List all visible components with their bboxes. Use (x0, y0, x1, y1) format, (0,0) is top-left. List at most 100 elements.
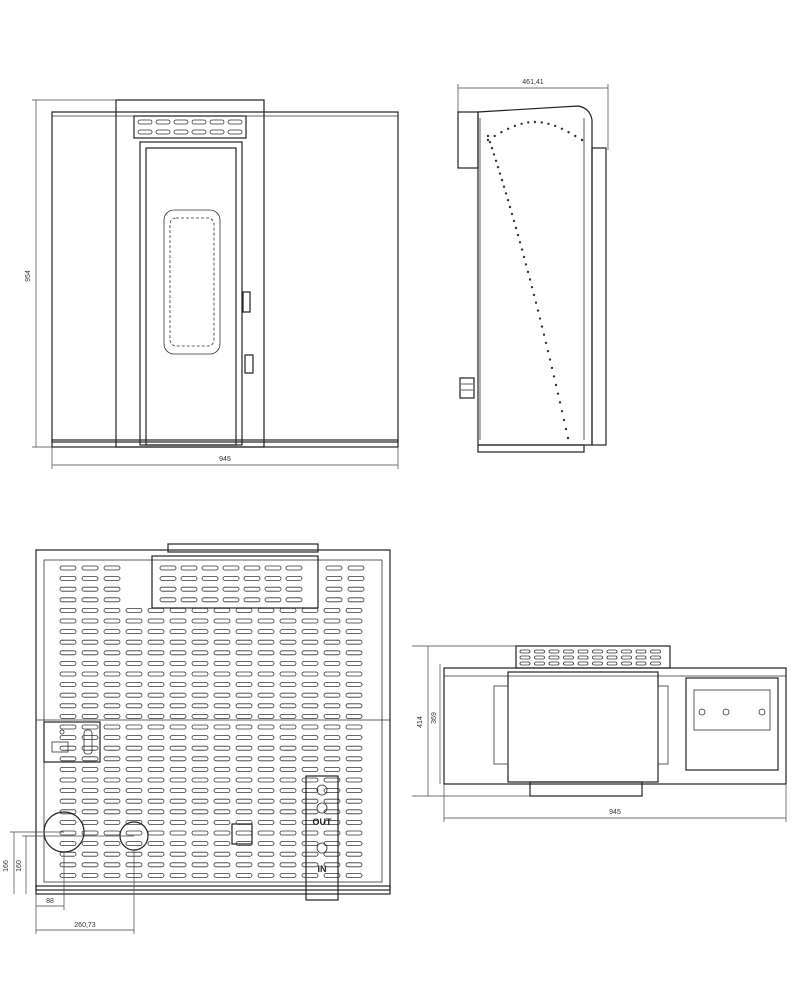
vent-slot (548, 649, 560, 654)
vent-slot (59, 682, 77, 687)
vent-slot (147, 671, 165, 677)
swing-dot (496, 165, 500, 169)
vent-slot (103, 661, 121, 666)
vent-slot (279, 703, 297, 709)
vent-slot (235, 788, 253, 793)
vent-slot (59, 862, 77, 868)
vent-slot (301, 650, 319, 656)
vent-slot (59, 841, 77, 846)
vent-slot (519, 661, 531, 666)
rear-pipe-3 (316, 842, 328, 854)
vent-slot (257, 650, 275, 656)
vent-slot (635, 661, 647, 666)
vent-slot (534, 661, 545, 666)
vent-slot (81, 608, 99, 613)
swing-dot (500, 130, 503, 134)
vent-slot (323, 809, 341, 815)
plan-right-box (685, 677, 779, 771)
vent-slot (323, 671, 341, 677)
vent-slot (191, 767, 209, 772)
vent-slot (169, 841, 187, 846)
vent-slot (279, 873, 297, 878)
vent-slot (191, 639, 209, 645)
vent-slot (301, 820, 319, 825)
vent-slot (301, 841, 319, 846)
rear-panel (43, 559, 383, 883)
rear-base (35, 885, 391, 895)
vent-slot (279, 851, 297, 857)
vent-slot (345, 820, 363, 825)
vent-slot (81, 597, 99, 603)
dim-rear-88-label: 88 (46, 898, 54, 905)
vent-slot (257, 820, 275, 825)
swing-dot (562, 418, 566, 422)
vent-slot (345, 841, 363, 846)
vent-slot (323, 692, 341, 698)
vent-slot (103, 714, 121, 719)
vent-slot (257, 777, 275, 783)
vent-slot (81, 703, 99, 709)
vent-slot (279, 830, 297, 836)
vent-slot (59, 714, 77, 719)
vent-slot (621, 661, 632, 666)
vent-slot (257, 798, 275, 804)
vent-slot (59, 767, 77, 772)
vent-slot (103, 703, 121, 709)
vent-slot (257, 618, 275, 624)
vent-slot (519, 655, 531, 660)
vent-slot (213, 830, 231, 836)
vent-slot (103, 671, 121, 677)
vent-slot (81, 873, 99, 878)
swing-dot (498, 172, 502, 175)
vent-slot (301, 692, 319, 698)
vent-slot (301, 724, 319, 730)
vent-slot (125, 682, 143, 687)
vent-slot (213, 798, 231, 804)
vent-slot (81, 767, 99, 772)
vent-slot (213, 608, 231, 613)
swing-dot (522, 255, 526, 259)
rear-pipe-2 (316, 802, 328, 814)
vent-slot (103, 724, 121, 730)
vent-slot (81, 735, 99, 740)
vent-slot (201, 586, 219, 592)
vent-slot (81, 724, 99, 730)
vent-slot (169, 851, 187, 857)
plan-bolt-2 (722, 708, 730, 716)
vent-slot (222, 586, 240, 592)
vent-slot (323, 714, 341, 719)
vent-slot (147, 777, 165, 783)
vent-slot (103, 777, 121, 783)
vent-slot (235, 777, 253, 783)
vent-slot (125, 724, 143, 730)
vent-slot (257, 639, 275, 645)
vent-slot (191, 661, 209, 666)
swing-dot (538, 317, 542, 320)
vent-slot (213, 809, 231, 815)
vent-slot (235, 798, 253, 804)
vent-slot (257, 661, 275, 666)
vent-slot (169, 608, 187, 613)
vent-slot (650, 655, 661, 660)
rear-top-flue (167, 543, 319, 553)
swing-dot (547, 122, 550, 125)
vent-slot (323, 767, 341, 772)
vent-slot (323, 820, 341, 825)
vent-slot (103, 851, 121, 857)
swing-dot (552, 375, 556, 378)
vent-slot (173, 129, 189, 135)
swing-dot (513, 124, 517, 128)
vent-slot (81, 682, 99, 687)
vent-slot (125, 756, 143, 762)
vent-slot (323, 629, 341, 634)
vent-slot (125, 820, 143, 825)
vent-slot (81, 671, 99, 677)
vent-slot (345, 788, 363, 793)
vent-slot (235, 692, 253, 698)
vent-slot (180, 586, 198, 592)
vent-slot (563, 661, 574, 666)
plan-right-box-inner (693, 689, 771, 731)
vent-slot (257, 745, 275, 751)
vent-slot (59, 650, 77, 656)
vent-slot (147, 724, 165, 730)
